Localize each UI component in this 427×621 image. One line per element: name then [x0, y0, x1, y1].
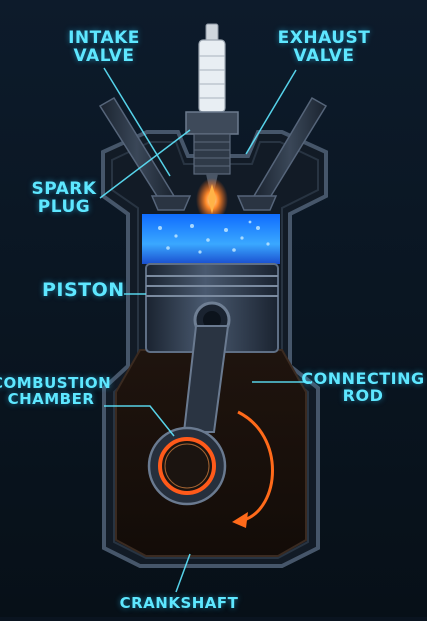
leader-combustion — [104, 405, 175, 437]
rotation-arrow — [237, 410, 274, 522]
leader-intake — [103, 67, 171, 177]
intake-valve — [98, 96, 192, 211]
piston-label: PISTON — [42, 279, 125, 301]
leader-lines — [99, 67, 310, 593]
leader-exhaust — [245, 69, 297, 155]
leader-spark — [99, 129, 191, 199]
combustion-chamber — [142, 214, 280, 264]
leader-crankshaft — [175, 553, 191, 593]
crankshaft — [158, 437, 216, 495]
crankshaft-label: CRANKSHAFT — [119, 594, 239, 612]
exhaust-valve — [236, 96, 328, 211]
